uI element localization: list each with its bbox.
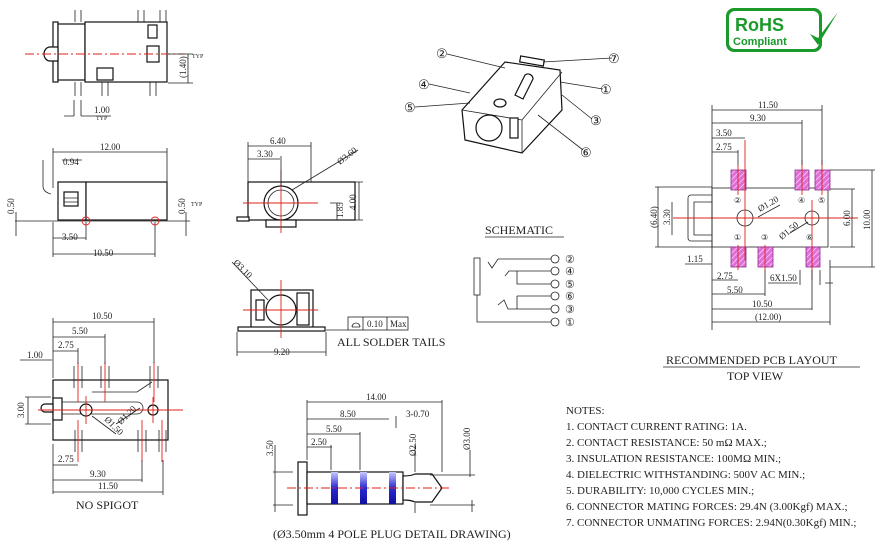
top-view: (1.40) TYP 1.00 TYP	[25, 10, 204, 122]
dim-6-40: 6.40	[270, 136, 286, 146]
dim-1-00: 1.00	[27, 350, 43, 360]
dim-2-50: 2.50	[311, 437, 327, 447]
note-item: 6. CONNECTOR MATING FORCES: 29.4N (3.00K…	[566, 501, 848, 513]
dim-9-30: 9.30	[90, 469, 106, 479]
dim-8-50: 8.50	[340, 409, 356, 419]
pad-label-4: ④	[798, 196, 805, 205]
dim-2-75: 2.75	[58, 340, 74, 350]
dim-3-30: 3.30	[257, 149, 273, 159]
pcb-dim-3-50: 3.50	[716, 128, 732, 138]
dim-10-50: 10.50	[92, 311, 113, 321]
pcb-dim-dia-1-50: Ø1.50	[777, 219, 801, 241]
note-item: 5. DURABILITY: 10,000 CYCLES MIN.;	[566, 485, 754, 497]
typ-label: TYP	[191, 202, 203, 208]
plug-caption: (Ø3.50mm 4 POLE PLUG DETAIL DRAWING)	[273, 527, 511, 541]
dim-9-20: 9.20	[274, 347, 290, 357]
pcb-dim-11-50: 11.50	[758, 100, 778, 110]
pcb-dim-3-30: 3.30	[662, 209, 672, 225]
side-view: 12.00 0.94 0.50 0.50 TYP 3.50 10.50	[6, 142, 203, 258]
dim-1-85: 1.85	[335, 202, 345, 218]
pcb-dim-10-50: 10.50	[752, 299, 773, 309]
schematic: SCHEMATIC ② ④ ⑤ ⑥ ③ ①	[473, 223, 575, 329]
pcb-dim-12-00: (12.00)	[755, 312, 781, 322]
dim-0-50: 0.50	[6, 198, 16, 214]
dim-dia-2-50: Ø2.50	[408, 433, 418, 456]
notes-title: NOTES:	[566, 405, 605, 417]
note-item: 7. CONNECTOR UNMATING FORCES: 2.94N(0.30…	[566, 517, 856, 529]
compliant-text: Compliant	[733, 36, 787, 48]
pcb-layout: 11.50 9.30 3.50 2.75 (6.40) 3.30 Ø1.20 Ø…	[649, 100, 875, 383]
dim-dia-3-00: Ø3.00	[462, 427, 472, 450]
dim-5-50: 5.50	[72, 326, 88, 336]
iso-pin-5: ⑤	[404, 100, 416, 115]
pad-label-3: ③	[761, 233, 768, 242]
dim-0-50: 0.50	[177, 198, 187, 214]
pad-label-2: ②	[734, 196, 741, 205]
typ-label: TYP	[192, 54, 204, 60]
pcb-dim-5-50: 5.50	[727, 285, 743, 295]
dim-3-50: 3.50	[62, 232, 78, 242]
schematic-pin-1: ①	[565, 317, 575, 329]
plug-drawing: 14.00 8.50 5.50 2.50 3-0.70 Ø2.50 Ø3.00 …	[265, 392, 511, 541]
note-item: 3. INSULATION RESISTANCE: 100MΩ MIN.;	[566, 453, 781, 465]
rear-view: Ø3.10 9.20 0.10 Max ALL SOLDER TAILS	[232, 257, 446, 357]
dim-2-75: 2.75	[58, 454, 74, 464]
schematic-pin-2: ②	[565, 254, 575, 266]
dim-12-00: 12.00	[100, 142, 121, 152]
iso-pin-4: ④	[418, 77, 430, 92]
dim-1-40: (1.40)	[178, 56, 188, 78]
note-item: 2. CONTACT RESISTANCE: 50 mΩ MAX.;	[566, 437, 767, 449]
dim-1-00: 1.00	[94, 105, 110, 115]
iso-pin-1: ①	[600, 82, 612, 97]
pcb-dim-2-75: 2.75	[716, 142, 732, 152]
schematic-pin-6: ⑥	[565, 291, 575, 303]
schematic-pin-3: ③	[565, 304, 575, 316]
pcb-layout-subtitle: TOP VIEW	[727, 369, 784, 383]
schematic-pin-5: ⑤	[565, 279, 575, 291]
dim-0-94: 0.94	[63, 157, 79, 167]
dim-5-50: 5.50	[326, 424, 342, 434]
dim-4-00: 4.00	[348, 194, 358, 210]
isometric-view: ② ⑦ ④ ① ⑤ ③ ⑥	[404, 46, 620, 160]
dim-dia-3-60: Ø3.60	[335, 145, 359, 167]
rohs-text: RoHS	[735, 15, 784, 35]
iso-pin-6: ⑥	[580, 145, 592, 160]
dim-3-0-70: 3-0.70	[406, 409, 430, 419]
pcb-dim-10-00: 10.00	[862, 209, 872, 230]
dim-10-50: 10.50	[93, 248, 114, 258]
pcb-dim-6-00: 6.00	[842, 210, 852, 226]
pcb-dim-9-30: 9.30	[750, 113, 766, 123]
schematic-pin-4: ④	[565, 266, 575, 278]
front-view: 6.40 3.30 Ø3.60 1.85 4.00	[236, 136, 363, 233]
no-spigot-caption: NO SPIGOT	[76, 498, 139, 512]
pcb-dim-1-15: 1.15	[687, 254, 703, 264]
flatness-max: Max	[390, 319, 407, 329]
pad-label-5: ⑤	[818, 196, 825, 205]
note-item: 1. CONTACT CURRENT RATING: 1A.	[566, 421, 747, 433]
schematic-title: SCHEMATIC	[485, 223, 553, 237]
rohs-logo: RoHS Compliant	[726, 8, 838, 52]
typ-label: TYP	[96, 116, 108, 122]
all-solder-tails-caption: ALL SOLDER TAILS	[337, 335, 445, 349]
no-spigot-view: 10.50 5.50 2.75 1.00 3.00 Ø1.50 Ø1.20 2.…	[16, 311, 183, 512]
flatness-value: 0.10	[367, 319, 383, 329]
pcb-dim-2-75: 2.75	[717, 271, 733, 281]
dim-dia-3-10: Ø3.10	[232, 257, 255, 280]
iso-pin-2: ②	[436, 46, 448, 61]
dim-3-00: 3.00	[16, 402, 26, 418]
note-item: 4. DIELECTRIC WITHSTANDING: 500V AC MIN.…	[566, 469, 805, 481]
pcb-dim-dia-1-20: Ø1.20	[756, 194, 781, 214]
iso-pin-3: ③	[590, 113, 602, 128]
pcb-dim-6x1-50: 6X1.50	[770, 273, 797, 283]
pcb-dim-6-40: (6.40)	[649, 206, 659, 228]
pad-label-1: ①	[734, 233, 741, 242]
notes: NOTES: 1. CONTACT CURRENT RATING: 1A. 2.…	[566, 405, 856, 529]
pcb-layout-title: RECOMMENDED PCB LAYOUT	[666, 353, 838, 367]
pad-label-6: ⑥	[806, 233, 813, 242]
dim-3-50: 3.50	[265, 440, 275, 456]
dim-14-00: 14.00	[366, 392, 387, 402]
dim-11-50: 11.50	[98, 481, 118, 491]
iso-pin-7: ⑦	[608, 51, 620, 66]
